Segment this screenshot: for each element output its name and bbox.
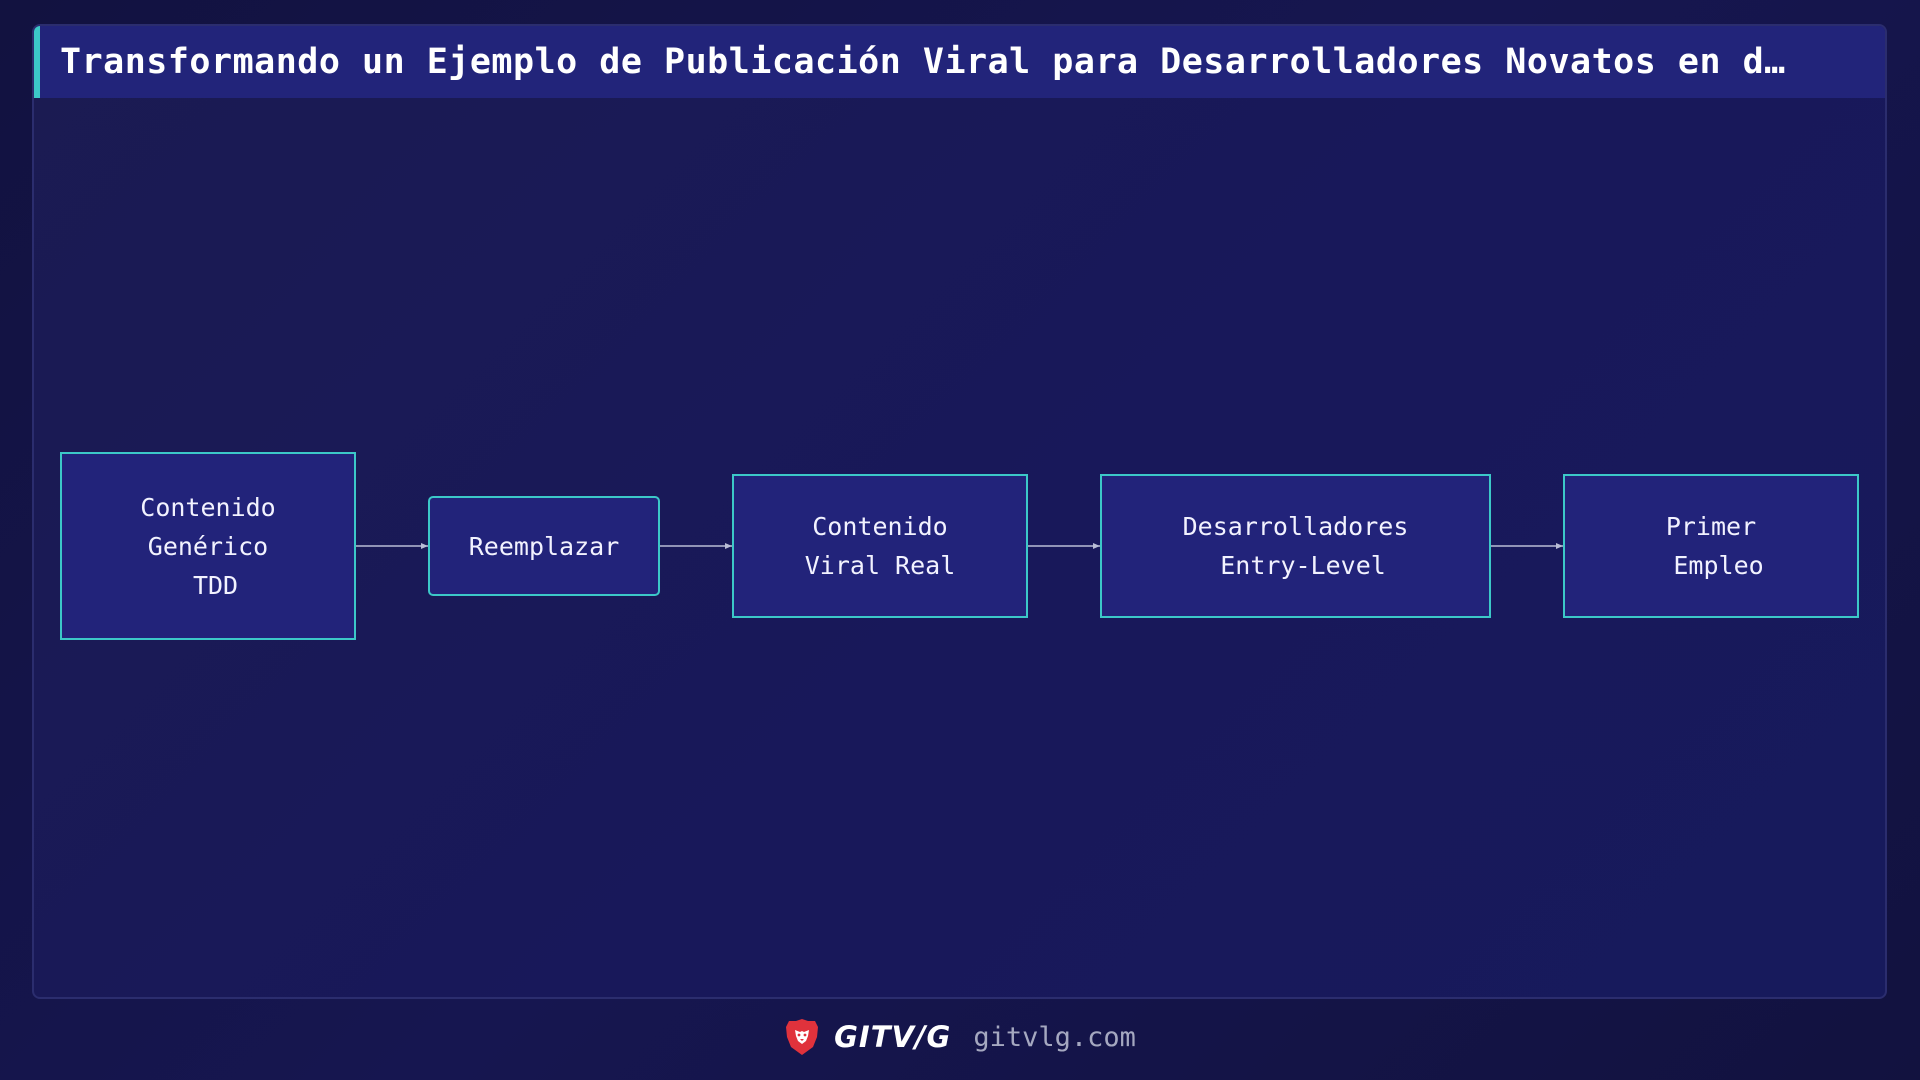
title-bar: Transformando un Ejemplo de Publicación … — [34, 26, 1885, 98]
brand-url[interactable]: gitvlg.com — [973, 1021, 1136, 1053]
footer: GITV/G gitvlg.com — [0, 1012, 1920, 1062]
node-primer-empleo: Primer Empleo — [1563, 474, 1859, 618]
lion-shield-icon — [786, 1019, 819, 1055]
brand-name: GITV/G — [834, 1020, 952, 1054]
node-contenido-generico-tdd: Contenido Genérico TDD — [60, 452, 356, 640]
node-desarrolladores-entry-level: Desarrolladores Entry-Level — [1100, 474, 1491, 618]
node-contenido-viral-real: Contenido Viral Real — [732, 474, 1028, 618]
node-reemplazar: Reemplazar — [428, 496, 660, 596]
